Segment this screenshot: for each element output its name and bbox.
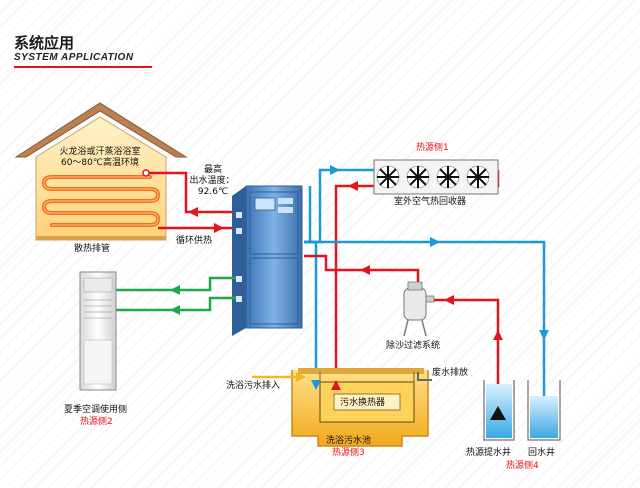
sand-filter-tank-icon xyxy=(403,281,435,337)
label-heat-source-3: 热源侧3 xyxy=(332,448,365,458)
label-wastewater-out: 废水排放 xyxy=(432,368,469,378)
flow-arrow-icon xyxy=(360,265,370,275)
label-sand-filter: 除沙过滤系统 xyxy=(386,341,441,351)
wastewater-pool xyxy=(291,368,429,447)
flow-arrow-icon xyxy=(430,237,440,247)
air-recovery-unit xyxy=(373,159,499,195)
flow-arrow-icon xyxy=(296,372,306,382)
return-well xyxy=(527,380,561,441)
label-heat-source-2: 热源侧2 xyxy=(80,417,113,427)
title-underline xyxy=(14,66,152,68)
pipe-wastewater-out xyxy=(417,372,432,381)
flow-arrow-icon xyxy=(493,330,503,340)
extraction-well xyxy=(483,380,515,441)
flow-arrow-icon xyxy=(539,330,549,340)
pipe-supply-to-house xyxy=(146,171,232,214)
label-max-temp-3: 92.6℃ xyxy=(197,187,229,197)
label-extraction-well: 热源提水井 xyxy=(466,448,512,458)
label-air-recovery: 室外空气热回收器 xyxy=(394,197,467,207)
flow-arrow-icon xyxy=(331,380,341,390)
pipe-air-recovery-out xyxy=(304,168,374,244)
label-pool: 洗浴污水池 xyxy=(326,436,372,446)
pipe-to-return-well xyxy=(304,240,546,402)
fan-icon xyxy=(376,165,400,189)
label-radiator: 散热排管 xyxy=(74,244,111,254)
label-return-well: 回水井 xyxy=(528,448,556,458)
flow-arrow-icon xyxy=(330,165,340,175)
fan-icon xyxy=(406,165,430,189)
flow-arrow-icon xyxy=(170,285,180,295)
label-circulation: 循环供热 xyxy=(176,236,213,246)
label-heat-source-1: 热源侧1 xyxy=(416,143,449,153)
title-cn: 系统应用 xyxy=(14,34,75,52)
label-exchanger: 污水换热器 xyxy=(340,398,386,408)
flow-arrow-icon xyxy=(348,181,358,191)
title-en: SYSTEM APPLICATION xyxy=(14,52,134,63)
flow-arrow-icon xyxy=(170,305,180,315)
label-bathroom-temp: 60～80℃高温环境 xyxy=(60,158,139,168)
sauna-house xyxy=(14,102,188,241)
heat-pump-unit xyxy=(232,185,303,336)
label-max-temp-1: 最高 xyxy=(203,165,222,175)
label-ac-use: 夏季空调使用侧 xyxy=(64,405,128,415)
pipe-filter-to-unit xyxy=(304,254,420,288)
label-bathroom: 火龙浴或汗蒸浴浴室 xyxy=(59,147,141,157)
flow-arrow-icon xyxy=(311,380,321,390)
flow-arrow-icon xyxy=(214,223,224,233)
label-heat-source-4: 热源侧4 xyxy=(506,461,539,471)
flow-arrow-icon xyxy=(444,295,454,305)
flow-arrow-icon xyxy=(188,207,198,217)
label-wastewater-in: 洗浴污水排入 xyxy=(226,381,281,391)
pipe-ac-return xyxy=(116,296,236,312)
fan-icon xyxy=(436,165,460,189)
ac-floor-unit xyxy=(79,271,117,391)
flow-arrows xyxy=(170,165,549,390)
pump-icon xyxy=(490,406,506,420)
label-max-temp-2: 出水温度： xyxy=(189,176,235,186)
fan-icon xyxy=(466,165,490,189)
pipe-ac-supply xyxy=(116,276,236,292)
